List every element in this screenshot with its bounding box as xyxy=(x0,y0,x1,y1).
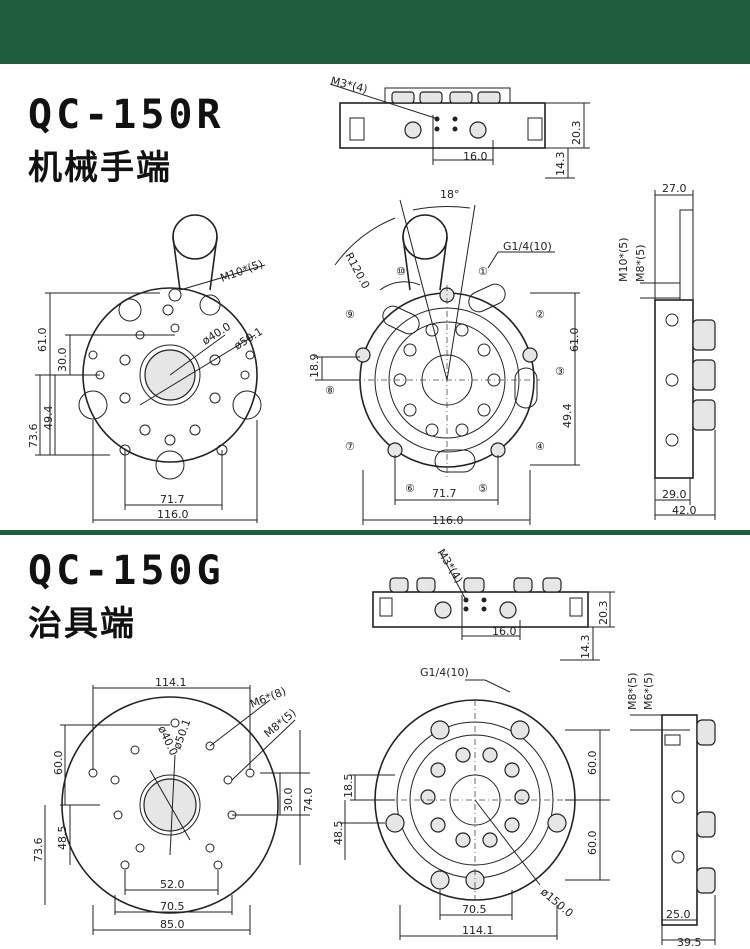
r-left-m10-label: M10*(5) xyxy=(219,257,265,284)
g-profile-m6: M6*(5) xyxy=(642,672,655,710)
r-front-left-view: M10*(5) ø40.0 ø50.1 61.0 30.0 73.6 49.4 … xyxy=(27,214,266,523)
r-callout-1: ① xyxy=(478,265,488,278)
g-profile-dim-25: 25.0 xyxy=(666,908,691,921)
r-profile-dim-42: 42.0 xyxy=(672,504,697,517)
r-side-dim-14-3: 14.3 xyxy=(554,152,567,177)
g-left-dim-48-5: 48.5 xyxy=(56,826,69,851)
g-left-dim-114-1: 114.1 xyxy=(155,676,187,689)
r-profile-dim-29: 29.0 xyxy=(662,488,687,501)
g-side-dim-14-3: 14.3 xyxy=(579,635,592,660)
g-left-m6-label: M6*(8) xyxy=(248,685,288,711)
g-right-dim-60-a: 60.0 xyxy=(586,751,599,776)
g-left-dim-73-6: 73.6 xyxy=(32,838,45,863)
section-title-r: QC-150R xyxy=(28,92,225,138)
header-banner xyxy=(0,0,750,64)
g-right-dim-48-5: 48.5 xyxy=(332,821,345,846)
r-callout-2: ② xyxy=(535,308,545,321)
g-right-dim-60-b: 60.0 xyxy=(586,831,599,856)
g-left-dim-30: 30.0 xyxy=(282,788,295,813)
r-right-dim-49-4: 49.4 xyxy=(561,404,574,429)
r-profile-dim-27: 27.0 xyxy=(662,182,687,195)
r-callout-10: ⑩ xyxy=(396,265,406,278)
section-subtitle-g: 治具端 xyxy=(28,604,136,644)
g-profile-view: M8*(5) M6*(5) 25.0 39.5 xyxy=(626,672,716,949)
r-side-dim-16: 16.0 xyxy=(463,150,488,163)
g-right-port: G1/4(10) xyxy=(420,666,469,679)
r-left-d40-label: ø40.0 xyxy=(200,320,233,348)
g-left-dim-60: 60.0 xyxy=(52,751,65,776)
r-right-dim-71-7: 71.7 xyxy=(432,487,457,500)
r-callout-5: ⑤ xyxy=(478,482,488,495)
g-side-dim-16: 16.0 xyxy=(492,625,517,638)
g-left-dim-52: 52.0 xyxy=(160,878,185,891)
g-right-dim-18-5: 18.5 xyxy=(342,774,355,799)
g-profile-m8: M8*(5) xyxy=(626,672,639,710)
g-left-dim-85: 85.0 xyxy=(160,918,185,931)
r-left-d501-label: ø50.1 xyxy=(232,325,265,353)
r-profile-m8: M8*(5) xyxy=(634,244,647,282)
g-left-d501-label: ø50.1 xyxy=(171,717,194,751)
section-subtitle-r: 机械手端 xyxy=(28,148,172,188)
r-callout-9: ⑨ xyxy=(345,308,355,321)
r-callout-3: ③ xyxy=(555,365,565,378)
section-divider xyxy=(0,530,750,535)
r-left-dim-49-4: 49.4 xyxy=(42,406,55,431)
r-side-view: M3*(4) 16.0 20.3 14.3 xyxy=(329,74,590,179)
r-callout-6: ⑥ xyxy=(405,482,415,495)
r-callout-7: ⑦ xyxy=(345,440,355,453)
g-side-dim-20-3: 20.3 xyxy=(597,601,610,626)
g-left-m8-label: M8*(5) xyxy=(262,706,299,740)
g-left-dim-70-5: 70.5 xyxy=(160,900,185,913)
r-left-dim-30: 30.0 xyxy=(56,348,69,373)
r-profile-m10: M10*(5) xyxy=(617,237,630,282)
g-profile-dim-39-5: 39.5 xyxy=(677,936,702,949)
r-right-dim-116: 116.0 xyxy=(432,514,464,527)
r-side-thread-label: M3*(4) xyxy=(329,74,369,96)
r-left-dim-73-6: 73.6 xyxy=(27,424,40,449)
g-side-view: M3*(4) 16.0 20.3 14.3 xyxy=(372,547,615,661)
r-side-dim-20-3: 20.3 xyxy=(570,121,583,146)
g-front-right-view: G1/4(10) 18.5 60.0 60.0 48.5 ø150.0 70.5… xyxy=(332,666,610,940)
r-right-angle: 18° xyxy=(440,188,460,201)
r-front-right-view: 18° R120.0 G1/4(10) 18.9 61.0 49.4 71.7 … xyxy=(308,188,581,527)
g-front-left-view: 114.1 M6*(8) M8*(5) ø40.0 ø50.1 60.0 30.… xyxy=(32,676,315,935)
r-right-dim-61: 61.0 xyxy=(568,328,581,353)
r-left-dim-116: 116.0 xyxy=(157,508,189,521)
r-profile-view: 27.0 M10*(5) M8*(5) 29.0 42.0 xyxy=(617,182,716,520)
r-right-radius: R120.0 xyxy=(342,250,372,291)
g-right-dim-70-5: 70.5 xyxy=(462,903,487,916)
section-title-g: QC-150G xyxy=(28,548,225,594)
r-left-dim-61: 61.0 xyxy=(36,328,49,353)
r-right-dim-18-9: 18.9 xyxy=(308,354,321,379)
g-right-dim-114-1: 114.1 xyxy=(462,924,494,937)
r-callout-4: ④ xyxy=(535,440,545,453)
g-left-dim-74: 74.0 xyxy=(302,788,315,813)
r-callout-8: ⑧ xyxy=(325,384,335,397)
g-side-thread-label: M3*(4) xyxy=(434,547,465,586)
r-left-dim-71-7: 71.7 xyxy=(160,493,185,506)
r-right-port: G1/4(10) xyxy=(503,240,552,253)
